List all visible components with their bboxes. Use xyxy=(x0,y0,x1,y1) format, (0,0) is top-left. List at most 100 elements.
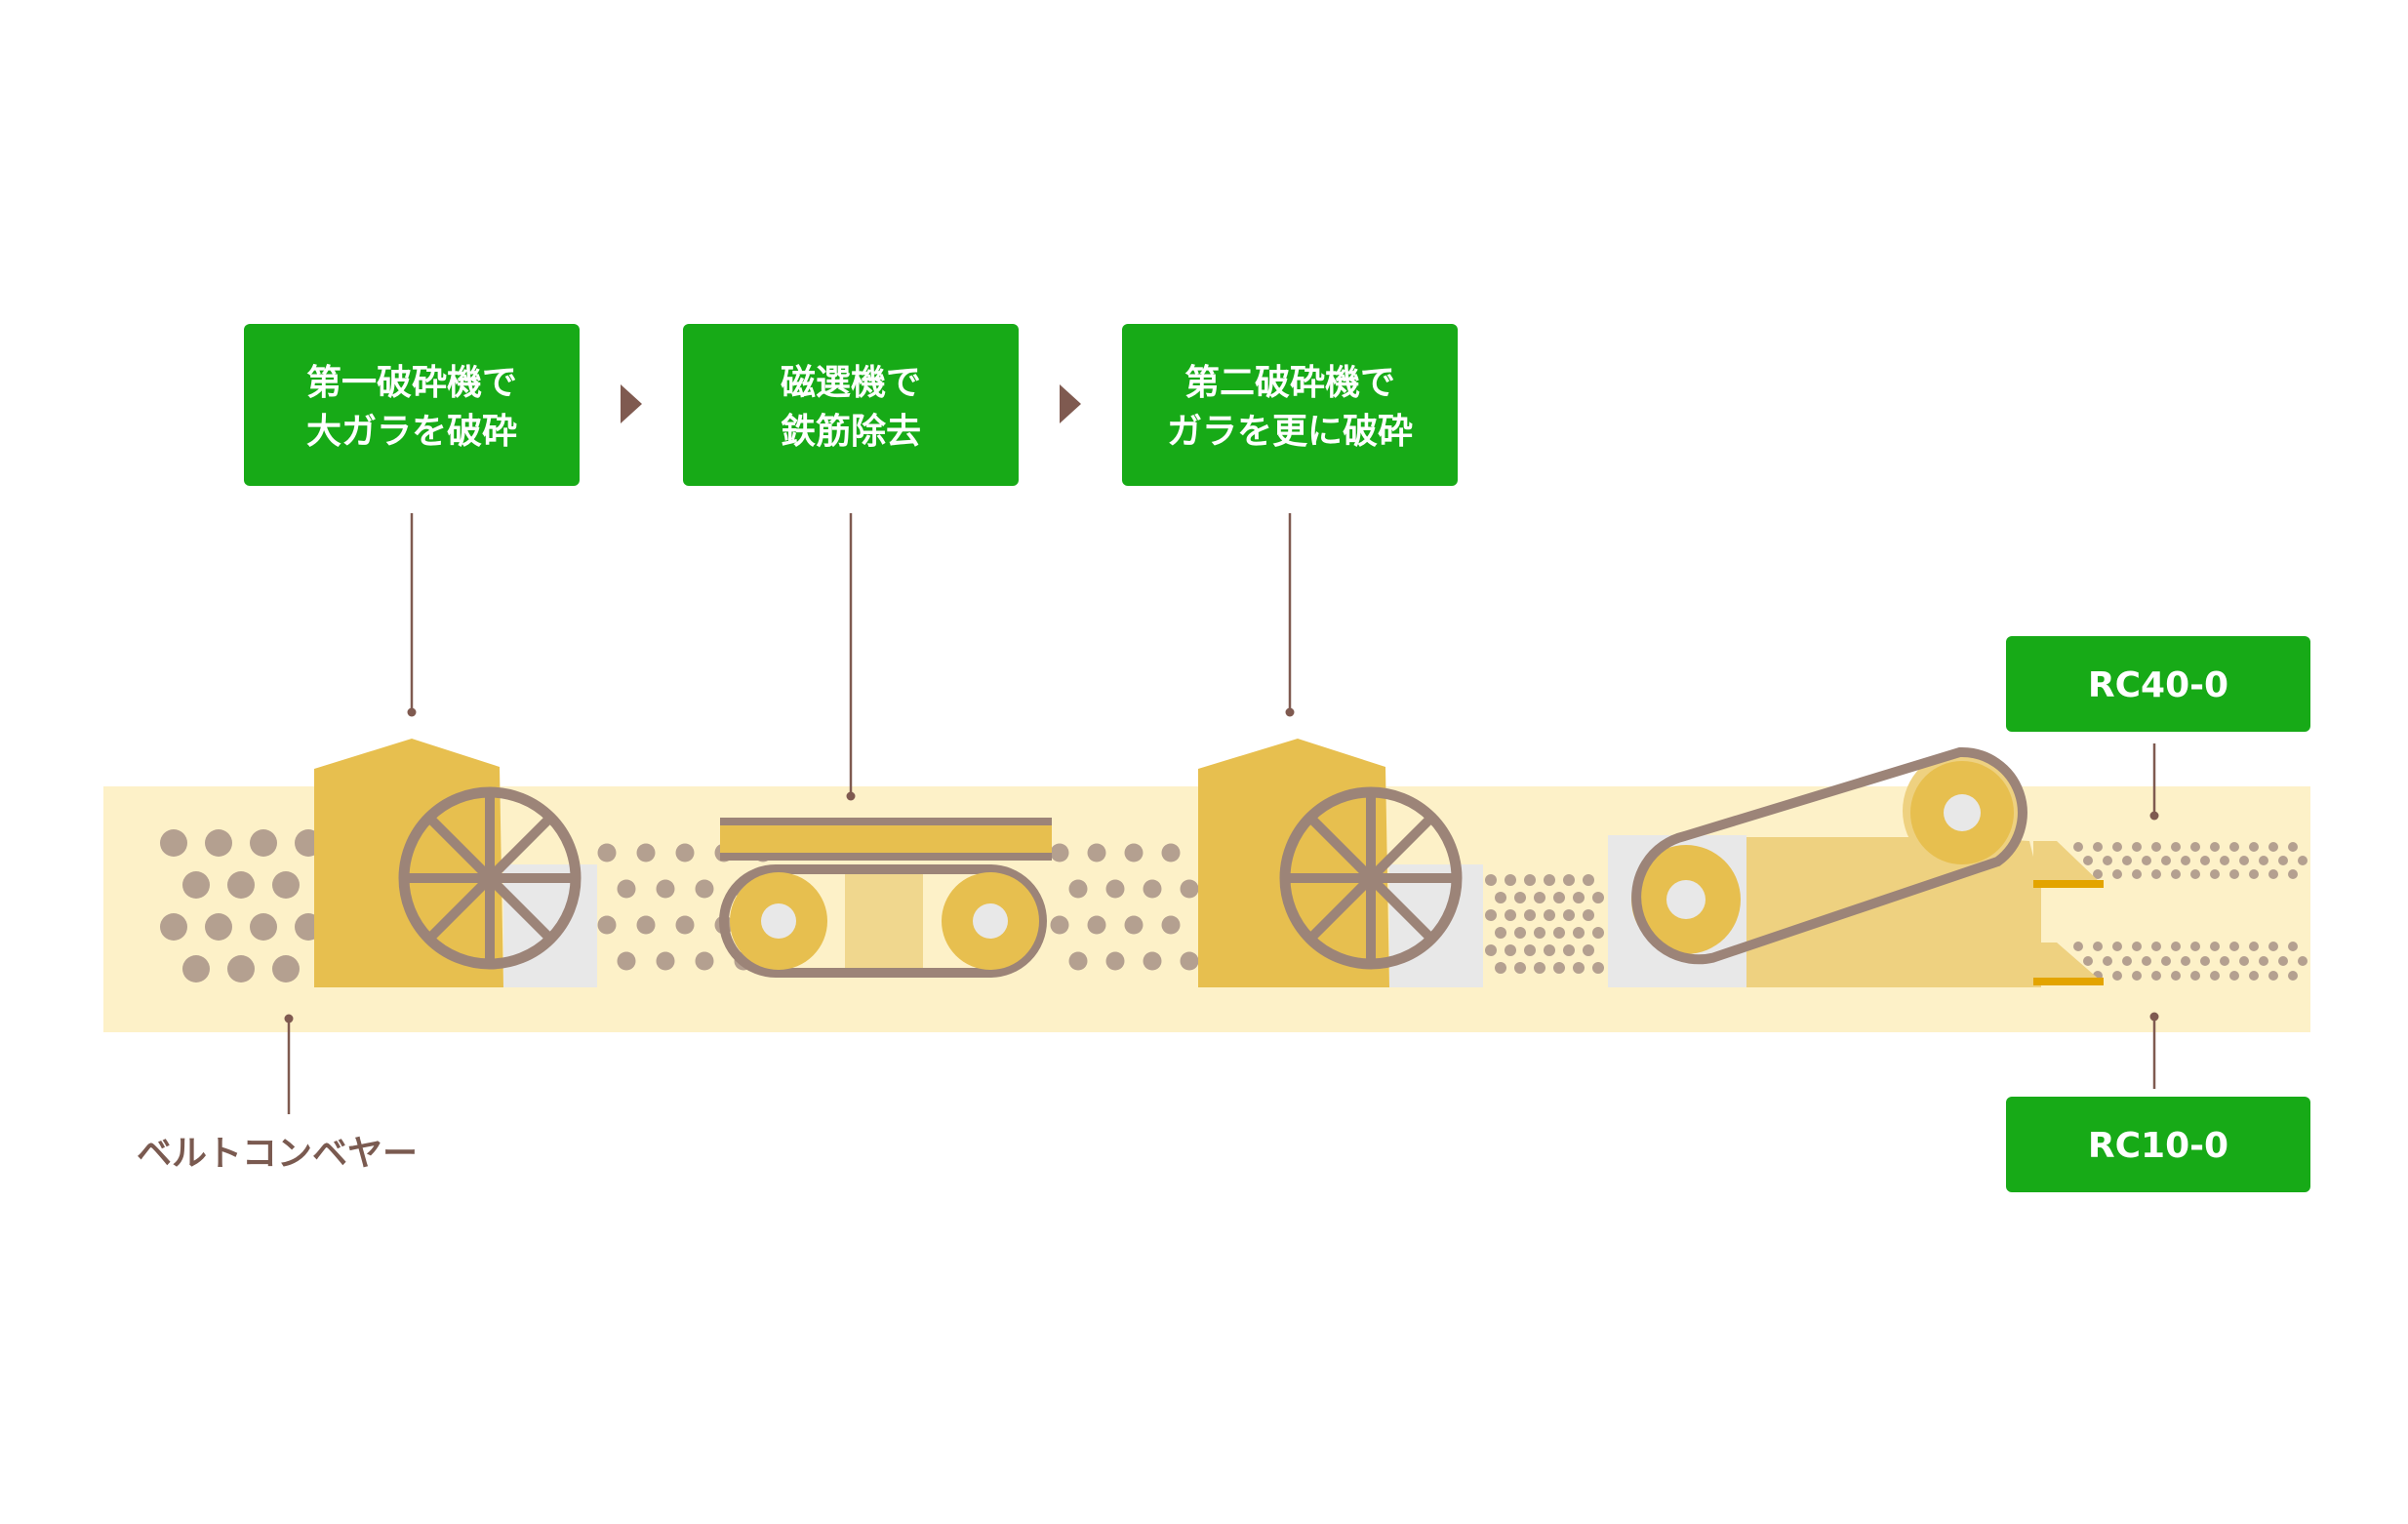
aggregate-particle xyxy=(2220,956,2229,966)
aggregate-particle xyxy=(2151,942,2161,951)
aggregate-particle xyxy=(1087,843,1106,862)
aggregate-particle xyxy=(1495,927,1506,939)
aggregate-particle xyxy=(636,915,656,935)
aggregate-particle xyxy=(1544,909,1555,921)
output-coarse-text: RC40-0 xyxy=(2088,665,2228,705)
aggregate-particle xyxy=(2210,942,2220,951)
aggregate-particle xyxy=(1563,874,1575,886)
aggregate-particle xyxy=(2259,856,2268,865)
separator-frame xyxy=(845,868,923,972)
aggregate-particle xyxy=(1553,927,1565,939)
aggregate-particle xyxy=(656,951,675,971)
aggregate-particle xyxy=(2171,971,2181,981)
aggregate-particle xyxy=(2132,842,2142,852)
aggregate-particle xyxy=(2278,956,2288,966)
aggregate-particle xyxy=(1050,915,1069,935)
aggregate-particle xyxy=(2190,869,2200,879)
aggregate-particle xyxy=(2210,869,2220,879)
aggregate-particle xyxy=(2229,942,2239,951)
aggregate-particle xyxy=(2210,842,2220,852)
triangle-right-icon xyxy=(1060,384,1081,423)
aggregate-particle xyxy=(2093,942,2103,951)
step-box-first-crusher: 第一破砕機で 大ガラを破砕 xyxy=(244,324,580,486)
aggregate-particle xyxy=(2171,842,2181,852)
aggregate-particle xyxy=(656,879,675,899)
aggregate-particle xyxy=(2132,942,2142,951)
aggregate-particle xyxy=(597,915,617,935)
aggregate-particle xyxy=(1161,915,1181,935)
aggregate-particle xyxy=(1495,892,1506,903)
aggregate-particle xyxy=(2073,942,2083,951)
aggregate-particle xyxy=(1524,874,1536,886)
aggregate-particle xyxy=(1563,909,1575,921)
belt-conveyor-caption: ベルトコンベヤー xyxy=(137,1134,418,1174)
aggregate-particle xyxy=(2249,942,2259,951)
aggregate-particle xyxy=(2151,869,2161,879)
screen-lower-chute xyxy=(2033,978,2104,985)
leader-lines xyxy=(284,513,2159,1114)
aggregate-particle xyxy=(2288,942,2298,951)
aggregate-particle xyxy=(1544,944,1555,956)
aggregate-particle xyxy=(1495,962,1506,974)
aggregate-particle xyxy=(1068,879,1088,899)
aggregate-particle xyxy=(1524,944,1536,956)
aggregate-particle xyxy=(160,829,187,857)
aggregate-particle xyxy=(2083,956,2093,966)
aggregate-particle xyxy=(1505,874,1516,886)
aggregate-particle xyxy=(2112,942,2122,951)
aggregate-particle xyxy=(2288,971,2298,981)
step-box-second-crusher: 第二破砕機で ガラを更に破砕 xyxy=(1122,324,1458,486)
aggregate-particle xyxy=(160,913,187,941)
aggregate-particle xyxy=(2181,956,2190,966)
aggregate-particle xyxy=(1573,892,1585,903)
aggregate-particle xyxy=(1534,927,1545,939)
aggregate-particle xyxy=(695,879,714,899)
first-crusher-wheel-icon xyxy=(398,786,582,970)
aggregate-particle xyxy=(227,955,255,983)
second-crusher xyxy=(1198,739,1483,987)
aggregate-particle xyxy=(2190,971,2200,981)
magnet-bar xyxy=(720,822,1052,857)
aggregate-particle xyxy=(1180,951,1199,971)
aggregate-particle xyxy=(2278,856,2288,865)
aggregate-particle xyxy=(2142,856,2151,865)
aggregate-particle xyxy=(1105,951,1125,971)
aggregate-particle xyxy=(182,955,210,983)
aggregate-particle xyxy=(2298,956,2308,966)
magnetic-separator xyxy=(719,818,1052,978)
aggregate-particle xyxy=(2249,971,2259,981)
aggregate-particle xyxy=(2142,956,2151,966)
screen-bottom-pulley-icon xyxy=(1631,845,1741,954)
aggregate-particle xyxy=(2132,869,2142,879)
aggregate-particle xyxy=(1583,874,1594,886)
aggregate-particle xyxy=(1534,962,1545,974)
aggregate-particle xyxy=(2161,956,2171,966)
aggregate-particle xyxy=(1553,892,1565,903)
aggregate-particle xyxy=(2239,856,2249,865)
aggregate-particle xyxy=(2229,869,2239,879)
aggregate-particle xyxy=(2288,842,2298,852)
aggregate-particle xyxy=(205,913,232,941)
aggregate-particle xyxy=(2151,971,2161,981)
aggregate-particle xyxy=(250,829,277,857)
aggregate-particle xyxy=(1514,927,1526,939)
aggregate-particle xyxy=(2229,842,2239,852)
aggregate-particle xyxy=(2268,971,2278,981)
aggregate-particle xyxy=(675,915,695,935)
aggregate-particle xyxy=(2259,956,2268,966)
first-crusher xyxy=(314,739,597,987)
aggregate-particle xyxy=(1161,843,1181,862)
aggregate-particle xyxy=(2298,856,2308,865)
aggregate-particle xyxy=(695,951,714,971)
aggregate-particle xyxy=(1524,909,1536,921)
aggregate-particle xyxy=(2122,956,2132,966)
separator-left-roller-icon xyxy=(730,872,827,970)
aggregate-particle xyxy=(1563,944,1575,956)
output-fine-text: RC10-0 xyxy=(2088,1126,2228,1166)
step-second-crusher-line2: ガラを更に破砕 xyxy=(1167,412,1413,452)
aggregate-particle xyxy=(2268,842,2278,852)
aggregate-particle xyxy=(1592,927,1604,939)
aggregate-particle xyxy=(2220,856,2229,865)
aggregate-particle xyxy=(1105,879,1125,899)
aggregate-particle xyxy=(2210,971,2220,981)
